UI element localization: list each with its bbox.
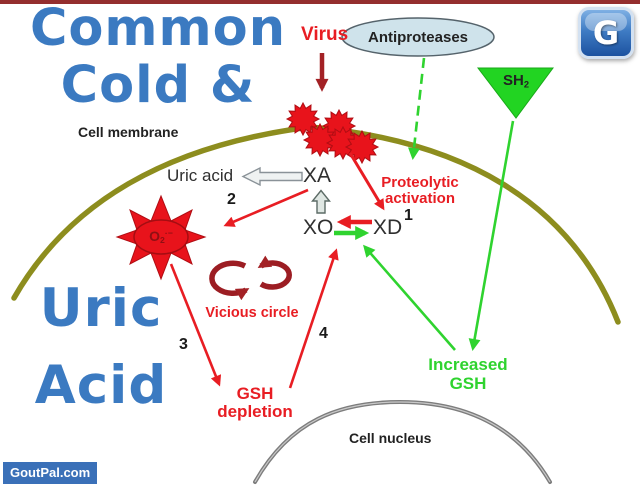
title-line-uric: Uric (39, 278, 163, 339)
superoxide-to-gsh-depletion-arrow (169, 263, 222, 387)
superoxide-superscript: ·− (164, 228, 173, 239)
antiproteases-label: Antiproteases (367, 29, 469, 46)
proteolytic-activation-label: Proteolytic activation (378, 175, 462, 207)
virus-to-xd-arrow (348, 152, 385, 211)
gsh-depletion-line1: GSH (236, 384, 274, 403)
cell-nucleus-label: Cell nucleus (349, 430, 432, 446)
xo-to-xa-arrow (311, 189, 331, 214)
vicious-circle-icon (209, 255, 292, 301)
vicious-circle-label: Vicious circle (205, 305, 299, 321)
superoxide-label: O2·− (131, 228, 191, 245)
gsh-depletion-to-xo-arrow (288, 248, 339, 389)
superoxide-subscript: 2 (160, 235, 165, 246)
title-line-common: Common (29, 0, 287, 58)
xa-to-superoxide-arrow (223, 188, 309, 227)
increased-gsh-line1: Increased (428, 355, 508, 374)
title-line-acid: Acid (34, 355, 168, 416)
sh2-label: SH2 (486, 72, 546, 89)
xo-label: XO (303, 216, 334, 239)
step-2-marker: 2 (227, 191, 236, 208)
sh2-to-increased-gsh-arrow (468, 120, 515, 351)
virus-label: Virus (301, 24, 349, 45)
goutpal-logo: G (578, 7, 634, 59)
proteolytic-line1: Proteolytic (381, 174, 459, 191)
xa-label: XA (303, 164, 332, 187)
xd-label: XD (373, 216, 403, 239)
step-4-marker: 4 (319, 325, 328, 342)
top-border (0, 0, 640, 4)
cell-membrane-label: Cell membrane (78, 124, 179, 140)
superoxide-burst-icon (115, 194, 207, 281)
antiproteases-inhibition-arrow (408, 57, 426, 160)
increased-gsh-label: Increased GSH (418, 355, 518, 393)
antiproteases-ellipse (341, 17, 495, 57)
logo-letter: G (592, 14, 620, 52)
cell-nucleus-arc-highlight (254, 401, 551, 483)
superoxide-base: O (149, 228, 161, 244)
gsh-depletion-line2: depletion (217, 402, 293, 421)
goutpal-watermark: GoutPal.com (3, 462, 98, 484)
sh2-base: SH (502, 72, 524, 89)
sh2-triangle-icon (476, 67, 554, 119)
logo-shine (585, 13, 627, 31)
page-title-top: Common Cold & (12, 0, 304, 114)
sh2-subscript: 2 (523, 79, 529, 90)
page-title-bottom: Uric Acid (6, 270, 196, 424)
xa-to-uric-acid-arrow (241, 166, 303, 187)
gsh-depletion-label: GSH depletion (205, 385, 305, 421)
increased-gsh-to-xd-arrow (363, 244, 456, 351)
increased-gsh-line2: GSH (449, 374, 487, 393)
uric-acid-label: Uric acid (167, 166, 234, 185)
title-line-cold: Cold & (60, 56, 256, 115)
proteolytic-line2: activation (384, 190, 456, 207)
step-1-marker: 1 (404, 207, 413, 224)
step-3-marker: 3 (179, 336, 188, 353)
